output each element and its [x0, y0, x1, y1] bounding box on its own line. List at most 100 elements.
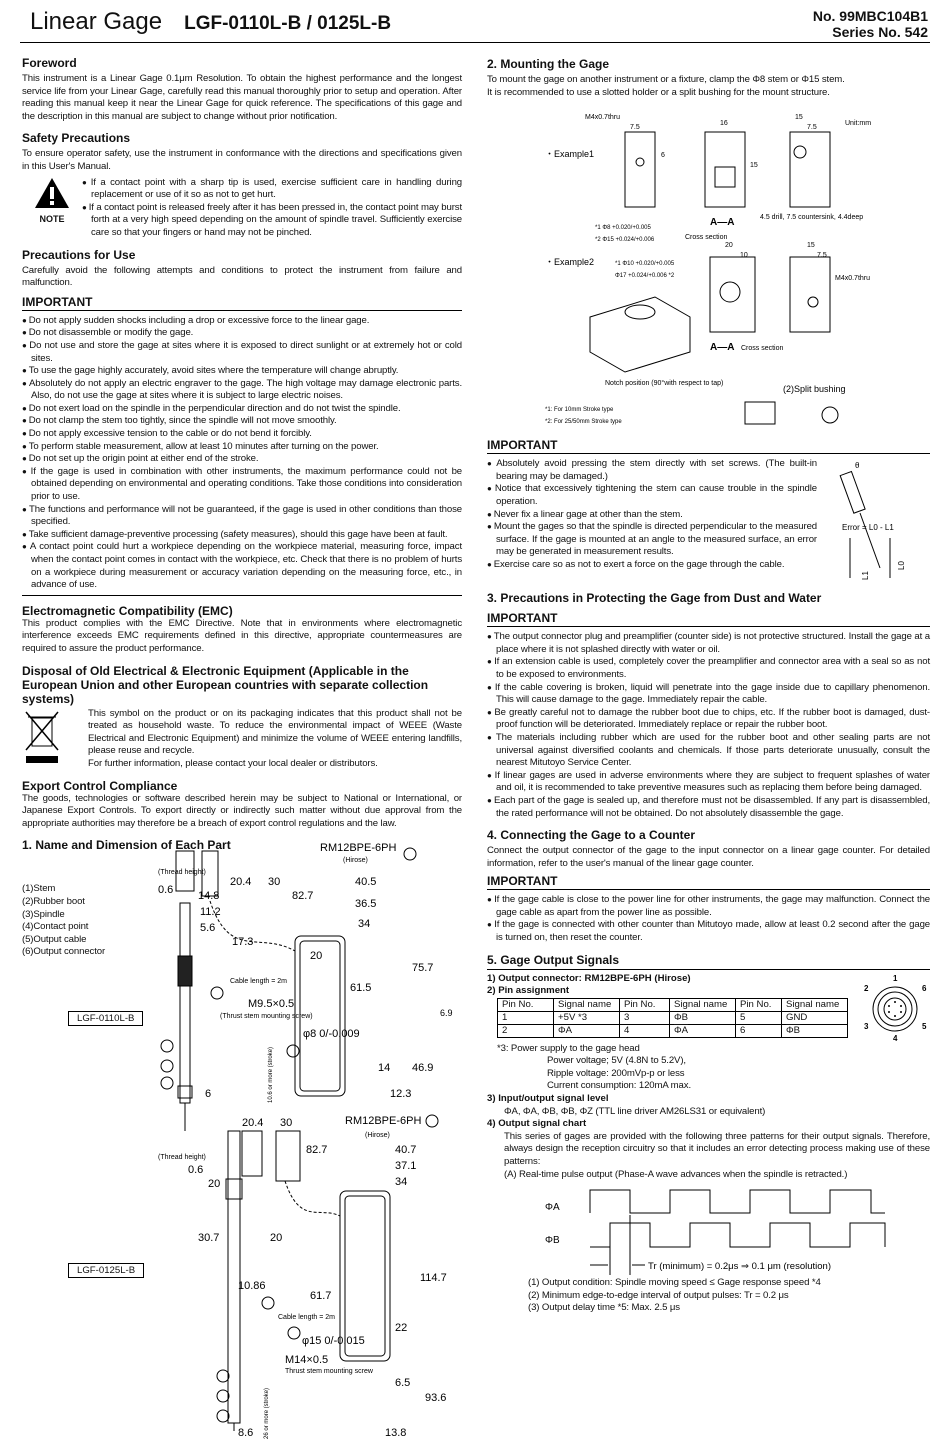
cross-section-label: Cross section: [685, 234, 728, 241]
fig2-screw-note: Thrust stem mounting screw: [285, 1368, 374, 1375]
fig1-screw-note: (Thrust stem mounting screw): [220, 1013, 313, 1020]
dim: 10: [740, 252, 748, 259]
parts-list: (1)Stem (2)Rubber boot (3)Spindle (4)Con…: [22, 883, 105, 959]
use-list: Do not apply sudden shocks including a d…: [22, 315, 462, 596]
mounting-text: To mount the gage on another instrument …: [487, 74, 845, 85]
dim: 7.5: [630, 124, 640, 131]
fig2-hirose: (Hirose): [365, 1132, 390, 1139]
list-item: Absolutely avoid pressing the stem direc…: [487, 458, 817, 483]
names-figure: (1)Stem (2)Rubber boot (3)Spindle (4)Con…: [22, 842, 462, 1440]
dim: 14: [378, 1062, 390, 1074]
header-rule: [20, 42, 930, 43]
important-heading: IMPORTANT: [487, 438, 930, 455]
condition-item: (3) Output delay time *5: Max. 2.5 μs: [528, 1302, 680, 1314]
list-item: If an extension cable is used, completel…: [487, 656, 930, 681]
phase-b-wave: [590, 1222, 886, 1248]
export-text: The goods, technologies or software desc…: [22, 792, 462, 829]
notch-label: Notch position (90°with respect to tap): [605, 379, 723, 387]
fig2-connector: RM12BPE-6PH: [345, 1115, 421, 1127]
cell: ΦB: [669, 1010, 736, 1025]
important-heading: IMPORTANT: [487, 874, 930, 891]
cell: 6: [735, 1023, 782, 1038]
dim: 37.1: [395, 1160, 416, 1172]
fig1-screw: M9.5×0.5: [248, 998, 294, 1010]
dim: 36.5: [355, 898, 376, 910]
list-item: Do not set up the origin point at either…: [22, 453, 462, 466]
dim: 34: [358, 918, 370, 930]
dim: 40.5: [355, 876, 376, 888]
cell: ΦA: [669, 1023, 736, 1038]
part-item: (6)Output connector: [22, 946, 106, 958]
part-item: (4)Contact point: [22, 921, 89, 933]
l0-label: L0: [897, 561, 906, 570]
dim: 114.7: [420, 1272, 447, 1284]
use-section: Precautions for Use Carefully avoid the …: [22, 248, 462, 596]
fig2-model-label: LGF-0125L-B: [68, 1263, 145, 1279]
fig1-cable: Cable length = 2m: [230, 978, 287, 985]
output-section: 5. Gage Output Signals 1) Output connect…: [487, 953, 930, 1315]
foreword-section: Foreword This instrument is a Linear Gag…: [22, 56, 462, 123]
drill-label: 4.5 drill, 7.5 countersink, 4.4deep: [760, 214, 863, 221]
dim: 20.4: [242, 1117, 263, 1129]
tolerance: *1 Φ10 +0.020/+0.005: [615, 261, 675, 267]
list-item: If the gage is connected with other coun…: [487, 919, 930, 944]
output-heading: 5. Gage Output Signals: [487, 953, 930, 970]
doc-no: No. 99MBC104B1: [812, 8, 928, 24]
dim: 6.9: [440, 1008, 453, 1018]
phase-a-label: ΦA: [545, 1202, 560, 1213]
dim: 13.8: [385, 1427, 406, 1439]
signal-chart-label: 4) Output signal chart: [487, 1118, 587, 1130]
fig1-thread: (Thread height): [158, 869, 206, 876]
aa-label-2: A—A: [710, 342, 734, 353]
fig1-hirose: (Hirose): [343, 857, 368, 864]
tr-label: Tr (minimum) = 0.2μs ⇒ 0.1 μm (resolutio…: [648, 1261, 831, 1272]
export-heading: Export Control Compliance: [22, 778, 178, 793]
output-connector: 1) Output connector: RM12BPE-6PH (Hirose…: [487, 972, 691, 984]
aa-label: A—A: [710, 217, 734, 228]
dim: 15: [795, 114, 803, 121]
dim: 0.6: [158, 884, 173, 896]
dim: 11.2: [200, 906, 221, 918]
disposal-heading: Disposal of Old Electrical & Electronic …: [22, 663, 429, 706]
cell: 4: [619, 1023, 670, 1038]
list-item: The materials including rubber which are…: [487, 732, 930, 770]
dim: 22: [395, 1322, 407, 1334]
list-item: Notice that excessively tightening the s…: [487, 483, 817, 508]
dim: 12.3: [390, 1088, 411, 1100]
chart-text: This series of gages are provided with t…: [504, 1130, 930, 1167]
theta-label: θ: [855, 461, 860, 470]
unit-label: Unit:mm: [845, 120, 871, 127]
emc-heading: Electromagnetic Compatibility (EMC): [22, 603, 233, 618]
warning-icon: [35, 177, 69, 208]
dimension-drawing: RM12BPE-6PH (Hirose) (Thread height) Cab…: [158, 842, 453, 1439]
th: Signal name: [669, 997, 736, 1012]
cell: GND: [781, 1010, 848, 1025]
list-item: If linear gages are used in adverse envi…: [487, 770, 930, 795]
pin-label: 6: [922, 984, 927, 993]
dim: 46.9: [412, 1062, 433, 1074]
footnote1: *1: For 10mm Stroke type: [545, 407, 614, 413]
disposal-text: This symbol on the product or on its pac…: [88, 707, 462, 757]
series-no: Series No. 542: [832, 24, 928, 40]
dim: 0.6: [188, 1164, 203, 1176]
foreword-text: This instrument is a Linear Gage 0.1μm R…: [22, 73, 462, 122]
list-item: Do not use and store the gage at sites w…: [22, 340, 462, 365]
example1-label: ・Example1: [545, 149, 594, 159]
list-item: Do not clamp the stem too tightly, since…: [22, 415, 462, 428]
cross-section-label-2: Cross section: [741, 345, 784, 352]
important-heading: IMPORTANT: [22, 295, 462, 311]
signal-levels: ΦA, ΦA, ΦB, ΦB, ΦZ (TTL line driver AM26…: [504, 1105, 766, 1117]
power-line: Ripple voltage: 200mVp-p or less: [547, 1067, 685, 1079]
cell: 2: [497, 1023, 554, 1038]
safety-list: If a contact point with a sharp tip is u…: [82, 177, 462, 240]
dim: 82.7: [292, 890, 313, 902]
tolerance: Φ17 +0.024/+0.006 *2: [615, 273, 675, 279]
fig1-model-label: LGF-0110L-B: [68, 1011, 144, 1027]
list-item: Take sufficient damage-preventive proces…: [22, 529, 462, 542]
